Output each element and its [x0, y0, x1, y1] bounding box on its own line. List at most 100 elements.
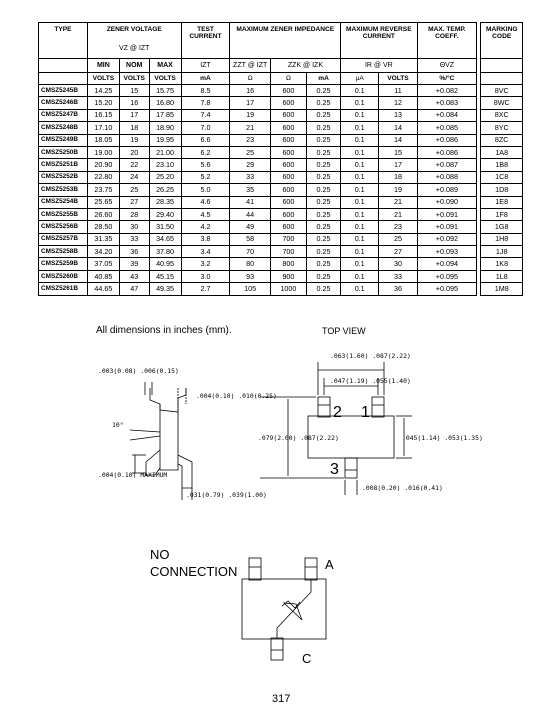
value-cell: 41	[229, 195, 271, 209]
value-cell: 25	[378, 232, 418, 247]
top-view-pin-2	[317, 396, 331, 418]
table-gap	[476, 257, 482, 271]
value-cell: 600	[269, 170, 308, 185]
value-cell: 33	[229, 170, 271, 185]
value-cell: +0.088	[416, 170, 478, 185]
table-gap	[476, 220, 482, 234]
table-gap	[476, 245, 482, 258]
header-max-zener-impedance: MAXIMUM ZENER IMPEDANCE	[229, 22, 342, 59]
top-view-label: TOP VIEW	[322, 326, 366, 336]
value-cell: 22.80	[86, 170, 120, 185]
dim-top-width: .063(1.60) .087(2.22)	[330, 352, 411, 360]
value-cell: 1M8	[480, 282, 523, 296]
value-cell: 14	[378, 133, 418, 147]
value-cell: 0.25	[306, 133, 342, 147]
value-cell: 23	[229, 133, 271, 147]
value-cell: 31.35	[86, 232, 120, 247]
value-cell: 19.95	[148, 133, 182, 147]
value-cell: 600	[269, 207, 308, 222]
table-gap	[476, 233, 482, 246]
value-cell: 600	[269, 133, 308, 147]
value-cell: 19.00	[86, 145, 120, 160]
table-gap	[476, 183, 482, 197]
schematic-wire	[276, 591, 312, 629]
table-gap	[476, 121, 482, 135]
value-cell: 0.1	[340, 207, 380, 222]
table-gap	[476, 84, 482, 97]
vz-symbol: VZ @ IZT	[119, 45, 150, 52]
header-marking-code: MARKING CODE	[480, 22, 523, 59]
table-gap	[476, 196, 482, 209]
value-cell: 6.2	[180, 145, 231, 160]
table-gap	[476, 158, 482, 172]
unit-cell: Ω	[269, 72, 308, 85]
cathode-label: C	[302, 651, 311, 666]
value-cell: 4.2	[180, 220, 231, 234]
value-cell: 1E8	[480, 195, 523, 209]
table-gap	[476, 270, 482, 283]
zener-voltage-label: ZENER VOLTAGE	[106, 26, 162, 33]
value-cell: 700	[269, 232, 308, 247]
top-view-pin-3	[344, 457, 358, 479]
value-cell: 14	[378, 121, 418, 135]
dim-lead-thickness-1: .003(0.08) .006(0.15)	[98, 367, 179, 375]
header-type: TYPE	[38, 22, 88, 59]
value-cell: +0.087	[416, 158, 478, 172]
value-cell: 35	[229, 183, 271, 197]
side-lead-profile	[149, 388, 187, 413]
value-cell: 600	[269, 220, 308, 234]
type-cell: CMSZ5255B	[38, 207, 88, 222]
dim-body-height: .079(2.00) .087(2.22)	[258, 434, 339, 442]
value-cell: 600	[269, 183, 308, 197]
value-cell: 20.90	[86, 158, 120, 172]
table-gap	[476, 208, 482, 221]
side-body-outline	[159, 404, 179, 471]
value-cell: 49.35	[148, 282, 182, 296]
value-cell: +0.089	[416, 183, 478, 197]
table-gap	[476, 22, 482, 85]
value-cell: 11	[378, 83, 418, 98]
type-cell: CMSZ5252B	[38, 170, 88, 185]
value-cell: 1C8	[480, 170, 523, 185]
table-gap	[476, 171, 482, 184]
top-view-pin-1	[371, 396, 385, 418]
value-cell: 1F8	[480, 207, 523, 222]
value-cell: 600	[269, 145, 308, 160]
value-cell: 5.6	[180, 158, 231, 172]
value-cell: 1H8	[480, 232, 523, 247]
value-cell: 17	[378, 158, 418, 172]
value-cell: 18	[378, 170, 418, 185]
value-cell: 44	[229, 207, 271, 222]
value-cell: +0.085	[416, 121, 478, 135]
side-foot	[177, 454, 193, 489]
table-gap	[476, 146, 482, 159]
value-cell: 21	[229, 121, 271, 135]
no-connection-label-1: NO	[150, 547, 170, 562]
value-cell: 105	[229, 282, 271, 296]
value-cell: +0.095	[416, 282, 478, 296]
pin-1-label: 1	[361, 404, 370, 421]
type-cell: CMSZ5254B	[38, 195, 88, 209]
schematic-body	[241, 578, 327, 640]
schematic-pin-a	[304, 557, 318, 581]
value-cell: 18.05	[86, 133, 120, 147]
value-cell: 8YC	[480, 121, 523, 135]
table-gap	[476, 96, 482, 110]
page-number: 317	[272, 693, 291, 705]
value-cell: 0.1	[340, 195, 380, 209]
value-cell: 36	[378, 282, 418, 296]
value-cell: 25.65	[86, 195, 120, 209]
